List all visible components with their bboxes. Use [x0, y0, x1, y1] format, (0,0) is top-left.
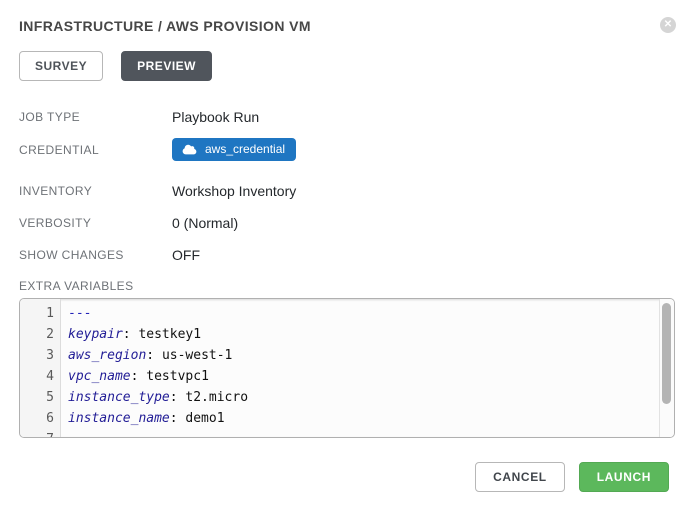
line-number: 4: [46, 369, 54, 384]
modal-header: INFRASTRUCTURE / AWS PROVISION VM ✕: [19, 16, 676, 34]
yaml-key: vpc_name: [68, 369, 131, 384]
cloud-icon: [182, 144, 197, 155]
detail-row-job-type: JOB TYPE Playbook Run: [19, 106, 676, 127]
editor-scrollbar-thumb[interactable]: [662, 303, 671, 404]
job-type-label: JOB TYPE: [19, 109, 80, 124]
yaml-separator: :: [169, 411, 186, 426]
yaml-key: instance_name: [68, 411, 170, 426]
inventory-value: Workshop Inventory: [172, 182, 297, 199]
job-type-value: Playbook Run: [172, 108, 260, 125]
yaml-key: keypair: [68, 327, 123, 342]
code-line: aws_region: us-west-1: [68, 345, 674, 366]
detail-row-verbosity: VERBOSITY 0 (Normal): [19, 212, 676, 233]
show-changes-value: OFF: [172, 246, 200, 263]
line-number: 3: [46, 348, 54, 363]
yaml-separator: :: [146, 348, 162, 363]
line-number: 2: [46, 327, 54, 342]
yaml-doc-separator: ---: [68, 306, 92, 321]
editor-line-number-gutter: 1 2 3 4 5 6 7: [20, 299, 61, 437]
code-line: vpc_name: testvpc1: [68, 366, 674, 387]
yaml-key: instance_type: [68, 390, 170, 405]
cancel-button[interactable]: CANCEL: [475, 462, 565, 492]
modal-footer: CANCEL LAUNCH: [19, 462, 676, 492]
verbosity-value: 0 (Normal): [172, 214, 239, 231]
extra-variables-label: EXTRA VARIABLES: [19, 279, 134, 293]
extra-variables-editor[interactable]: 1 2 3 4 5 6 7 --- keypair: testkey1 aws_…: [19, 298, 675, 438]
code-line: instance_type: t2.micro: [68, 387, 674, 408]
modal-title: INFRASTRUCTURE / AWS PROVISION VM: [19, 18, 311, 34]
yaml-value: testvpc1: [146, 369, 209, 384]
credential-badge-label: aws_credential: [205, 142, 286, 156]
inventory-label: INVENTORY: [19, 183, 93, 198]
yaml-value: demo1: [185, 411, 225, 426]
verbosity-label: VERBOSITY: [19, 215, 92, 230]
yaml-value: us-west-1: [161, 348, 233, 363]
credential-label: CREDENTIAL: [19, 142, 100, 157]
tab-survey[interactable]: SURVEY: [19, 51, 104, 81]
yaml-key: aws_region: [68, 348, 147, 363]
editor-code-area[interactable]: --- keypair: testkey1 aws_region: us-wes…: [61, 299, 674, 437]
job-details: JOB TYPE Playbook Run CREDENTIAL aws_cre…: [19, 106, 676, 265]
yaml-separator: :: [122, 327, 139, 342]
tab-bar: SURVEY PREVIEW: [19, 51, 676, 81]
line-number: 5: [46, 390, 54, 405]
line-number: 7: [20, 429, 60, 437]
close-icon[interactable]: ✕: [660, 17, 676, 33]
code-line: instance_name: demo1: [68, 408, 674, 429]
detail-row-credential: CREDENTIAL aws_credential: [19, 138, 676, 161]
tab-preview[interactable]: PREVIEW: [121, 51, 212, 81]
credential-badge: aws_credential: [172, 138, 297, 161]
yaml-separator: :: [169, 390, 186, 405]
editor-scrollbar[interactable]: [659, 299, 674, 437]
launch-button[interactable]: LAUNCH: [578, 462, 669, 492]
line-number: 1: [46, 306, 54, 321]
code-line: ---: [68, 303, 674, 324]
yaml-value: t2.micro: [185, 390, 249, 405]
line-number: 6: [46, 411, 54, 426]
detail-row-inventory: INVENTORY Workshop Inventory: [19, 180, 676, 201]
detail-row-show-changes: SHOW CHANGES OFF: [19, 244, 676, 265]
show-changes-label: SHOW CHANGES: [19, 247, 124, 262]
yaml-separator: :: [130, 369, 147, 384]
code-line: keypair: testkey1: [68, 324, 674, 345]
yaml-value: testkey1: [138, 327, 202, 342]
